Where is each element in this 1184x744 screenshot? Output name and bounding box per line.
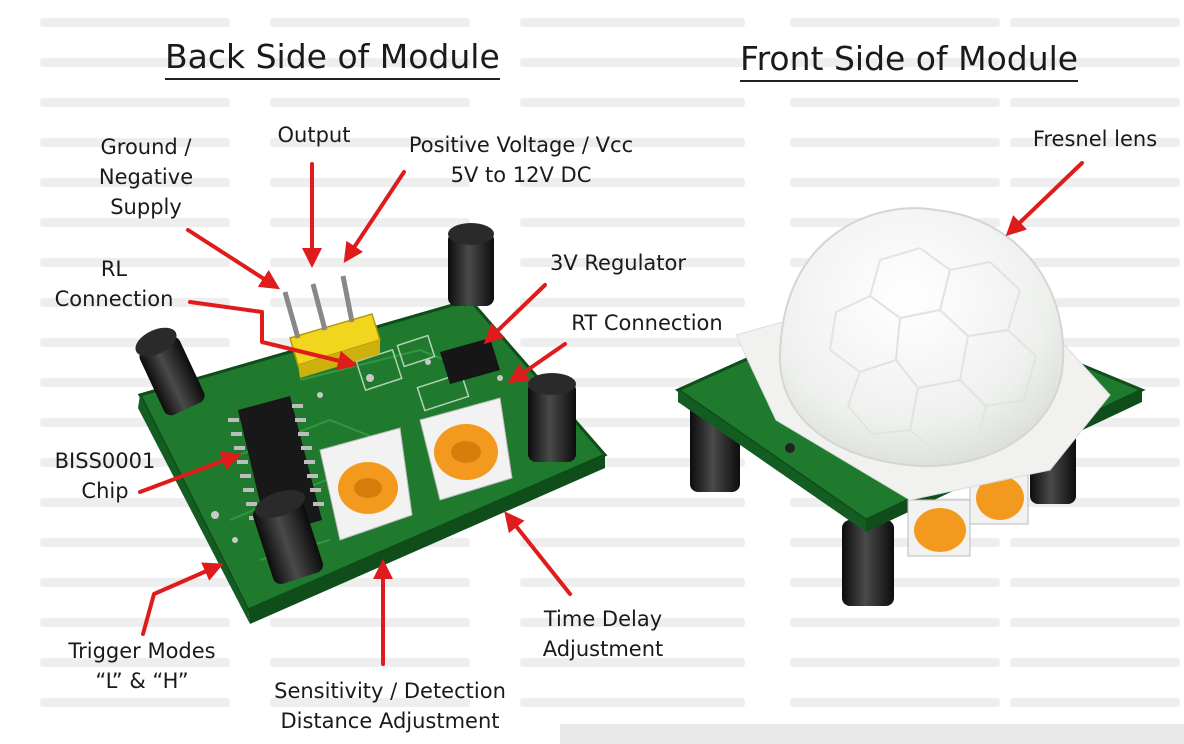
back-module xyxy=(135,223,608,624)
front-module xyxy=(674,207,1146,606)
arrow-ground xyxy=(186,228,281,290)
arrow-time xyxy=(504,511,572,596)
arrow-regulator xyxy=(483,283,547,345)
arrow-rt xyxy=(508,342,567,384)
callout-arrows xyxy=(138,161,1084,666)
bottom-strip xyxy=(560,724,1184,744)
arrow-vcc xyxy=(343,170,406,264)
capacitor-top xyxy=(448,223,494,306)
title-front-side: Front Side of Module xyxy=(740,40,1079,82)
label-trigger-modes: Trigger Modes“L” & “H” xyxy=(68,639,216,693)
arrow-biss xyxy=(138,451,242,494)
label-output: Output xyxy=(277,123,351,147)
potentiometer-sensitivity xyxy=(319,427,413,541)
title-back-side: Back Side of Module xyxy=(165,38,500,80)
arrow-trigger xyxy=(141,562,224,636)
arrow-fresnel xyxy=(1005,161,1084,237)
potentiometer-time xyxy=(419,397,513,501)
fresnel-lens xyxy=(778,207,1065,468)
capacitor-left xyxy=(135,327,205,416)
regulator-chip xyxy=(440,338,500,384)
label-3v-regulator: 3V Regulator xyxy=(549,251,687,275)
label-fresnel-lens: Fresnel lens xyxy=(1032,127,1158,151)
capacitor-right xyxy=(528,373,576,462)
arrow-rl xyxy=(188,300,358,371)
capacitor-bottom xyxy=(252,490,324,584)
label-rt-connection: RT Connection xyxy=(571,311,723,335)
